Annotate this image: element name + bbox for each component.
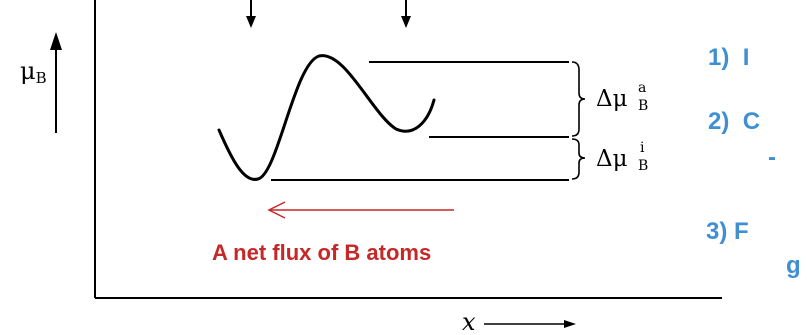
brace-interface bbox=[571, 138, 586, 180]
flux-arrow bbox=[267, 201, 454, 219]
list-item-2-number: 2) bbox=[708, 108, 730, 135]
flux-label: A net flux of B atoms bbox=[212, 240, 431, 265]
x-axis-arrow bbox=[484, 320, 576, 328]
x-axis-label: x bbox=[462, 308, 476, 335]
interface-symbol: Δμ bbox=[596, 146, 628, 172]
top-arrow-right bbox=[401, 0, 411, 28]
y-axis-arrow bbox=[50, 32, 62, 133]
list-item-1: 1) I bbox=[708, 44, 749, 72]
list-item-2-text: C bbox=[742, 108, 761, 135]
list-item-3-number: 3) bbox=[706, 218, 728, 245]
brace-activation bbox=[571, 61, 586, 137]
interface-superscript: i bbox=[640, 140, 645, 156]
list-item-3: 3) F bbox=[706, 218, 749, 246]
activation-superscript: a bbox=[638, 80, 646, 96]
activation-subscript: B bbox=[638, 98, 648, 114]
y-axis-label: μB bbox=[20, 57, 47, 87]
list-item-1-text: I bbox=[742, 44, 750, 71]
list-item-3-text: F bbox=[734, 218, 749, 245]
activation-symbol: Δμ bbox=[596, 86, 628, 112]
y-axis-subscript: B bbox=[36, 69, 47, 87]
y-axis-symbol: μ bbox=[20, 57, 36, 85]
list-item-3-continuation: g bbox=[786, 252, 801, 279]
interface-subscript: B bbox=[638, 158, 648, 174]
list-item-1-number: 1) bbox=[708, 44, 730, 71]
top-arrow-left bbox=[246, 0, 256, 28]
list-item-2-continuation: - bbox=[768, 144, 776, 171]
potential-curve bbox=[217, 54, 436, 181]
list-item-2: 2) C bbox=[708, 108, 760, 136]
